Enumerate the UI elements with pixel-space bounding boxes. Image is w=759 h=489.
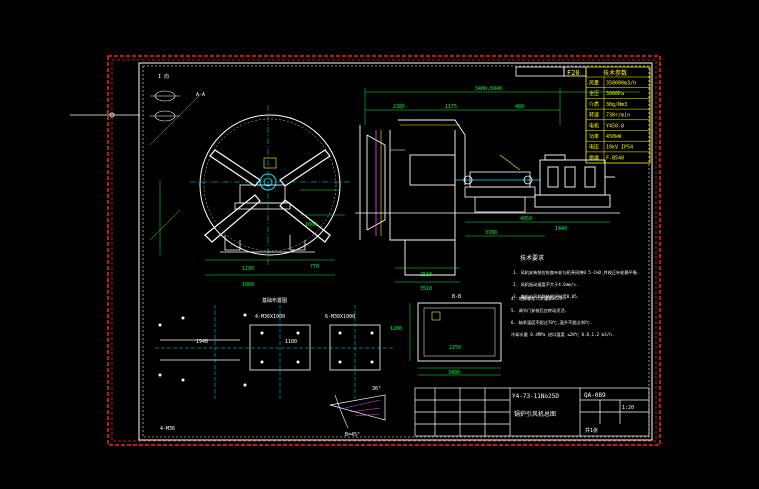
spec-row-label: 电机 — [589, 122, 599, 129]
external-leader-line — [70, 112, 140, 118]
spec-row-value: F-B540 — [606, 155, 624, 161]
dim-3510: 3510 — [420, 286, 432, 292]
spec-row-label: 电压 — [589, 144, 599, 151]
view-i-label: I 向 — [158, 73, 169, 80]
dim-1200: 1200 — [390, 326, 402, 332]
fan-disc-view: I 向 A-A 1060 1290 1600 770 — [149, 73, 350, 288]
section-a-a-label: A-A — [196, 92, 205, 98]
spec-row-label: 功率 — [589, 133, 599, 140]
spec-row-value: 730r/min — [606, 113, 630, 119]
tech-note-line: 2. 风机振动速度不大于4.6mm/s. — [513, 281, 578, 288]
title-block-model: Y4-73-11No25D — [512, 393, 559, 400]
spec-row-label: 绝缘 — [589, 154, 599, 161]
spec-table-header: 技术参数 — [603, 69, 627, 77]
tech-note-line: 冷却水量 0.4MPa 进口温度 ≤28℃ 0.8,1.2 m3/h. — [511, 331, 614, 338]
dim-1940: 1940 — [196, 339, 208, 345]
dim-top-overall: 3400,6940 — [475, 86, 502, 92]
title-block-scale: 1:20 — [622, 405, 634, 411]
spec-row-value: 350000m3/h — [606, 81, 636, 87]
tech-note-line: 4. 地脚螺栓二次灌浆≥C25. — [511, 295, 565, 302]
tech-note-line: 3. 电机与风机联轴器同轴度0.05. — [513, 293, 579, 300]
dim-1290: 1290 — [242, 266, 254, 272]
spec-row-value: 10kV IP54 — [606, 145, 633, 151]
foundation-plan: 基础布置图 4-M36X1000 6-M30X1000 4-M36 1100 1… — [155, 297, 395, 432]
dim-b45: B=45° — [345, 432, 360, 438]
spec-row-label: 全压 — [589, 90, 599, 97]
title-block-drawing-no: QA-089 — [584, 392, 606, 399]
spec-row-label: 转速 — [589, 112, 599, 119]
dim-4-m36x1000: 4-M36X1000 — [255, 314, 285, 320]
technical-requirements: 技术要求 1. 风机安装前应检查叶轮与机壳间隙0.5-1%D,并校正叶轮静平衡.… — [511, 254, 640, 338]
foundation-title: 基础布置图 — [262, 297, 287, 304]
dim-770: 770 — [310, 264, 319, 270]
dim-1175: 1175 — [445, 104, 457, 110]
dim-2510: 2510 — [420, 272, 432, 278]
tech-note-line: 5. 调节门安装后应转动灵活. — [511, 307, 567, 314]
side-elevation-view: 3400,6940 2385 480 1175 — [355, 86, 640, 292]
dim-3400: 3400 — [448, 370, 460, 376]
title-block-name: 锅炉引风机总图 — [514, 410, 556, 418]
dim-6-m30x1000: 6-M30X1000 — [325, 314, 355, 320]
dim-2250: 2250 — [449, 345, 461, 351]
spec-row-value: 30g/Nm3 — [606, 102, 627, 108]
tech-note-line: 6. 轴承温度不超过70℃,温升不超过40℃. — [511, 319, 592, 326]
dim-1440: 1440 — [555, 226, 567, 232]
spec-row-label: 风量 — [589, 80, 599, 87]
tech-req-title: 技术要求 — [520, 254, 544, 262]
spec-row-value: Y450-8 — [606, 123, 624, 129]
dim-4-m36: 4-M36 — [160, 426, 175, 432]
sector-detail: B=45° 36° — [329, 386, 386, 438]
title-block-sheet: 共1张 — [585, 427, 598, 434]
dim-1600: 1600 — [305, 222, 317, 228]
dim-2385: 2385 — [393, 104, 405, 110]
dim-480: 480 — [515, 104, 524, 110]
drawing-number-tag: F20 — [567, 69, 580, 77]
dim-3780: 3780 — [485, 230, 497, 236]
spec-table: F20 技术参数 风量 350000m3/h 全压 3000Pa 介质 30g/Nm3 转速… — [515, 66, 651, 164]
dim-1100: 1100 — [285, 339, 297, 345]
sheet-frame — [107, 55, 661, 446]
dim-1060: 1060 — [242, 282, 254, 288]
spec-row-value: 3000Pa — [606, 91, 624, 97]
dim-4850: 4850 — [520, 216, 532, 222]
section-b-b: B-B 3400 2250 1200 — [390, 294, 502, 376]
title-block — [414, 387, 650, 437]
spec-row-label: 介质 — [589, 101, 599, 108]
tech-note-line: 1. 风机安装前应检查叶轮与机壳间隙0.5-1%D,并校正叶轮静平衡. — [513, 269, 640, 276]
section-b-b-label: B-B — [452, 294, 461, 300]
spec-row-value: 450kW — [606, 134, 622, 140]
dim-36deg: 36° — [372, 386, 381, 392]
